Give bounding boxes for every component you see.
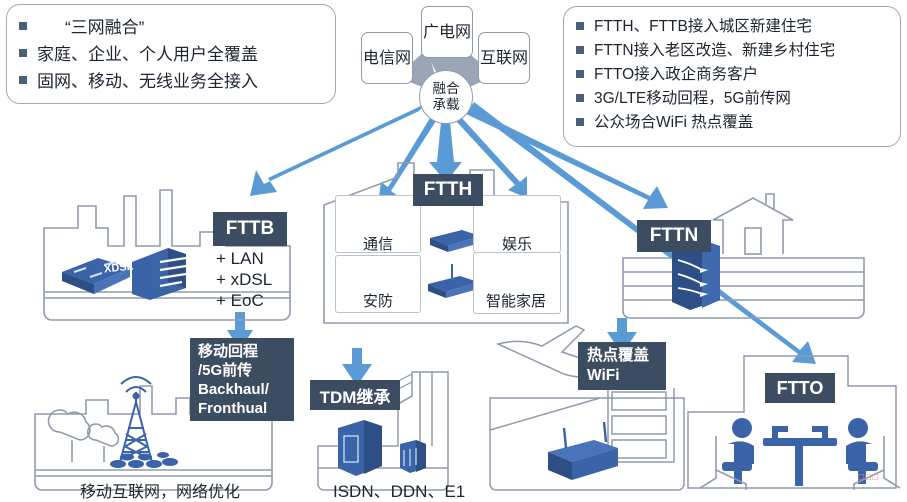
right-callout-panel: FTTH、FTTB接入城区新建住宅 FTTN接入老区改造、新建乡村住宅 FTTO…: [563, 6, 901, 147]
list-item: 公众场合WiFi 热点覆盖: [576, 111, 888, 134]
tower-base-dots: [110, 452, 178, 468]
hub-line-2: 承载: [432, 97, 460, 112]
fttn-area: [622, 193, 865, 319]
right-item-2: FTTO接入政企商务客户: [594, 66, 759, 83]
service-box-communication: [335, 195, 421, 253]
cell-tower-icon: [119, 376, 153, 463]
right-item-4: 公众场合WiFi 热点覆盖: [594, 114, 754, 131]
left-item-1: 家庭、企业、个人用户全覆盖: [37, 45, 258, 64]
person-left-icon: [722, 418, 754, 484]
wifi-line-1: WiFi: [587, 367, 620, 384]
meeting-table-icon: [763, 426, 837, 486]
arrow-to-tdm: [342, 348, 372, 386]
left-item-0: “三网融合”: [65, 18, 145, 37]
chairs-icon: [699, 436, 901, 490]
backhaul-line-2: Backhaul/: [198, 380, 269, 398]
badge-fttb: FTTB: [213, 212, 287, 246]
bullet-icon: [19, 76, 27, 84]
list-item: FTTN接入老区改造、新建乡村住宅: [576, 39, 888, 62]
right-item-1: FTTN接入老区改造、新建乡村住宅: [594, 42, 836, 59]
bullet-icon: [19, 49, 27, 57]
bullet-icon: [19, 22, 27, 30]
badge-ftto: FTTO: [765, 373, 835, 403]
bullet-icon: [576, 118, 584, 126]
xdsl-device-icon: [132, 248, 187, 300]
badge-ftth: FTTH: [413, 174, 483, 206]
service-box-security: [335, 255, 421, 313]
backhaul-line-1: /5G前传: [198, 361, 253, 379]
wifi-ap-icon: [548, 421, 618, 480]
watermark: □□□: [858, 472, 880, 483]
bullet-icon: [576, 46, 584, 54]
backhaul-line-0: 移动回程: [198, 342, 259, 360]
source-arrows: [396, 48, 496, 95]
fttn-node-icon: [672, 240, 720, 310]
badge-wifi-hotspot: 热点覆盖 WiFi: [578, 342, 666, 390]
right-item-3: 3G/LTE移动回程，5G前传网: [594, 90, 791, 107]
bullet-icon: [576, 70, 584, 78]
label-smart-home: 智能家居: [485, 293, 546, 310]
list-item: 固网、移动、无线业务全接入: [19, 69, 323, 94]
wifi-area: [489, 325, 685, 491]
small-server-icon: [400, 440, 426, 473]
arrow-to-wifi: [607, 318, 637, 354]
network-box-telecom: 电信网: [361, 32, 413, 84]
list-item: 家庭、企业、个人用户全覆盖: [19, 42, 323, 67]
switch-icon: [62, 258, 130, 294]
badge-fttn: FTTN: [637, 220, 711, 252]
wifi-line-0: 热点覆盖: [587, 347, 650, 364]
fttb-feature-1: + xDSL: [216, 270, 273, 289]
list-item: FTTH、FTTB接入城区新建住宅: [576, 15, 888, 38]
fttb-feature-list: + LAN + xDSL + EoC: [216, 248, 272, 311]
right-item-0: FTTH、FTTB接入城区新建住宅: [594, 18, 812, 35]
right-callout-list: FTTH、FTTB接入城区新建住宅 FTTN接入老区改造、新建乡村住宅 FTTO…: [576, 15, 888, 134]
router-icon-lower: [428, 264, 478, 298]
badge-mobile-backhaul: 移动回程 /5G前传 Backhaul/ Fronthual: [190, 338, 294, 421]
list-item: “三网融合”: [19, 15, 323, 40]
bullet-icon: [576, 94, 584, 102]
label-communication: 通信: [362, 236, 393, 253]
hub-line-1: 融合: [432, 81, 460, 96]
fttb-feature-2: + EoC: [216, 291, 264, 310]
ftto-area: [687, 355, 897, 489]
converged-bearer-hub: 融合 承载: [419, 70, 473, 124]
router-icon-upper: [430, 230, 480, 252]
badge-tdm: TDM继承: [310, 380, 400, 410]
left-callout-panel: “三网融合” 家庭、企业、个人用户全覆盖 固网、移动、无线业务全接入: [6, 4, 336, 104]
left-item-2: 固网、移动、无线业务全接入: [37, 72, 258, 91]
backhaul-line-3: Fronthual: [198, 399, 268, 417]
label-entertainment: 娱乐: [501, 236, 532, 253]
left-callout-list: “三网融合” 家庭、企业、个人用户全覆盖 固网、移动、无线业务全接入: [19, 15, 323, 94]
mobile-area: [34, 385, 273, 491]
label-security: 安防: [362, 293, 393, 310]
server-cabinet-icon: [338, 420, 382, 476]
fttb-feature-0: + LAN: [216, 249, 264, 268]
network-box-internet: 互联网: [478, 32, 530, 84]
footer-mobile-internet: 移动互联网，网络优化: [80, 484, 241, 501]
person-right-icon: [846, 418, 878, 484]
arrow-to-backhaul: [227, 312, 253, 350]
footer-tdm-services: ISDN、DDN、E1: [333, 482, 466, 501]
service-box-smart-home: [473, 252, 561, 314]
bullet-icon: [576, 22, 584, 30]
list-item: 3G/LTE移动回程，5G前传网: [576, 87, 888, 110]
network-box-broadcast: 广电网: [421, 6, 473, 58]
list-item: FTTO接入政企商务客户: [576, 63, 888, 86]
